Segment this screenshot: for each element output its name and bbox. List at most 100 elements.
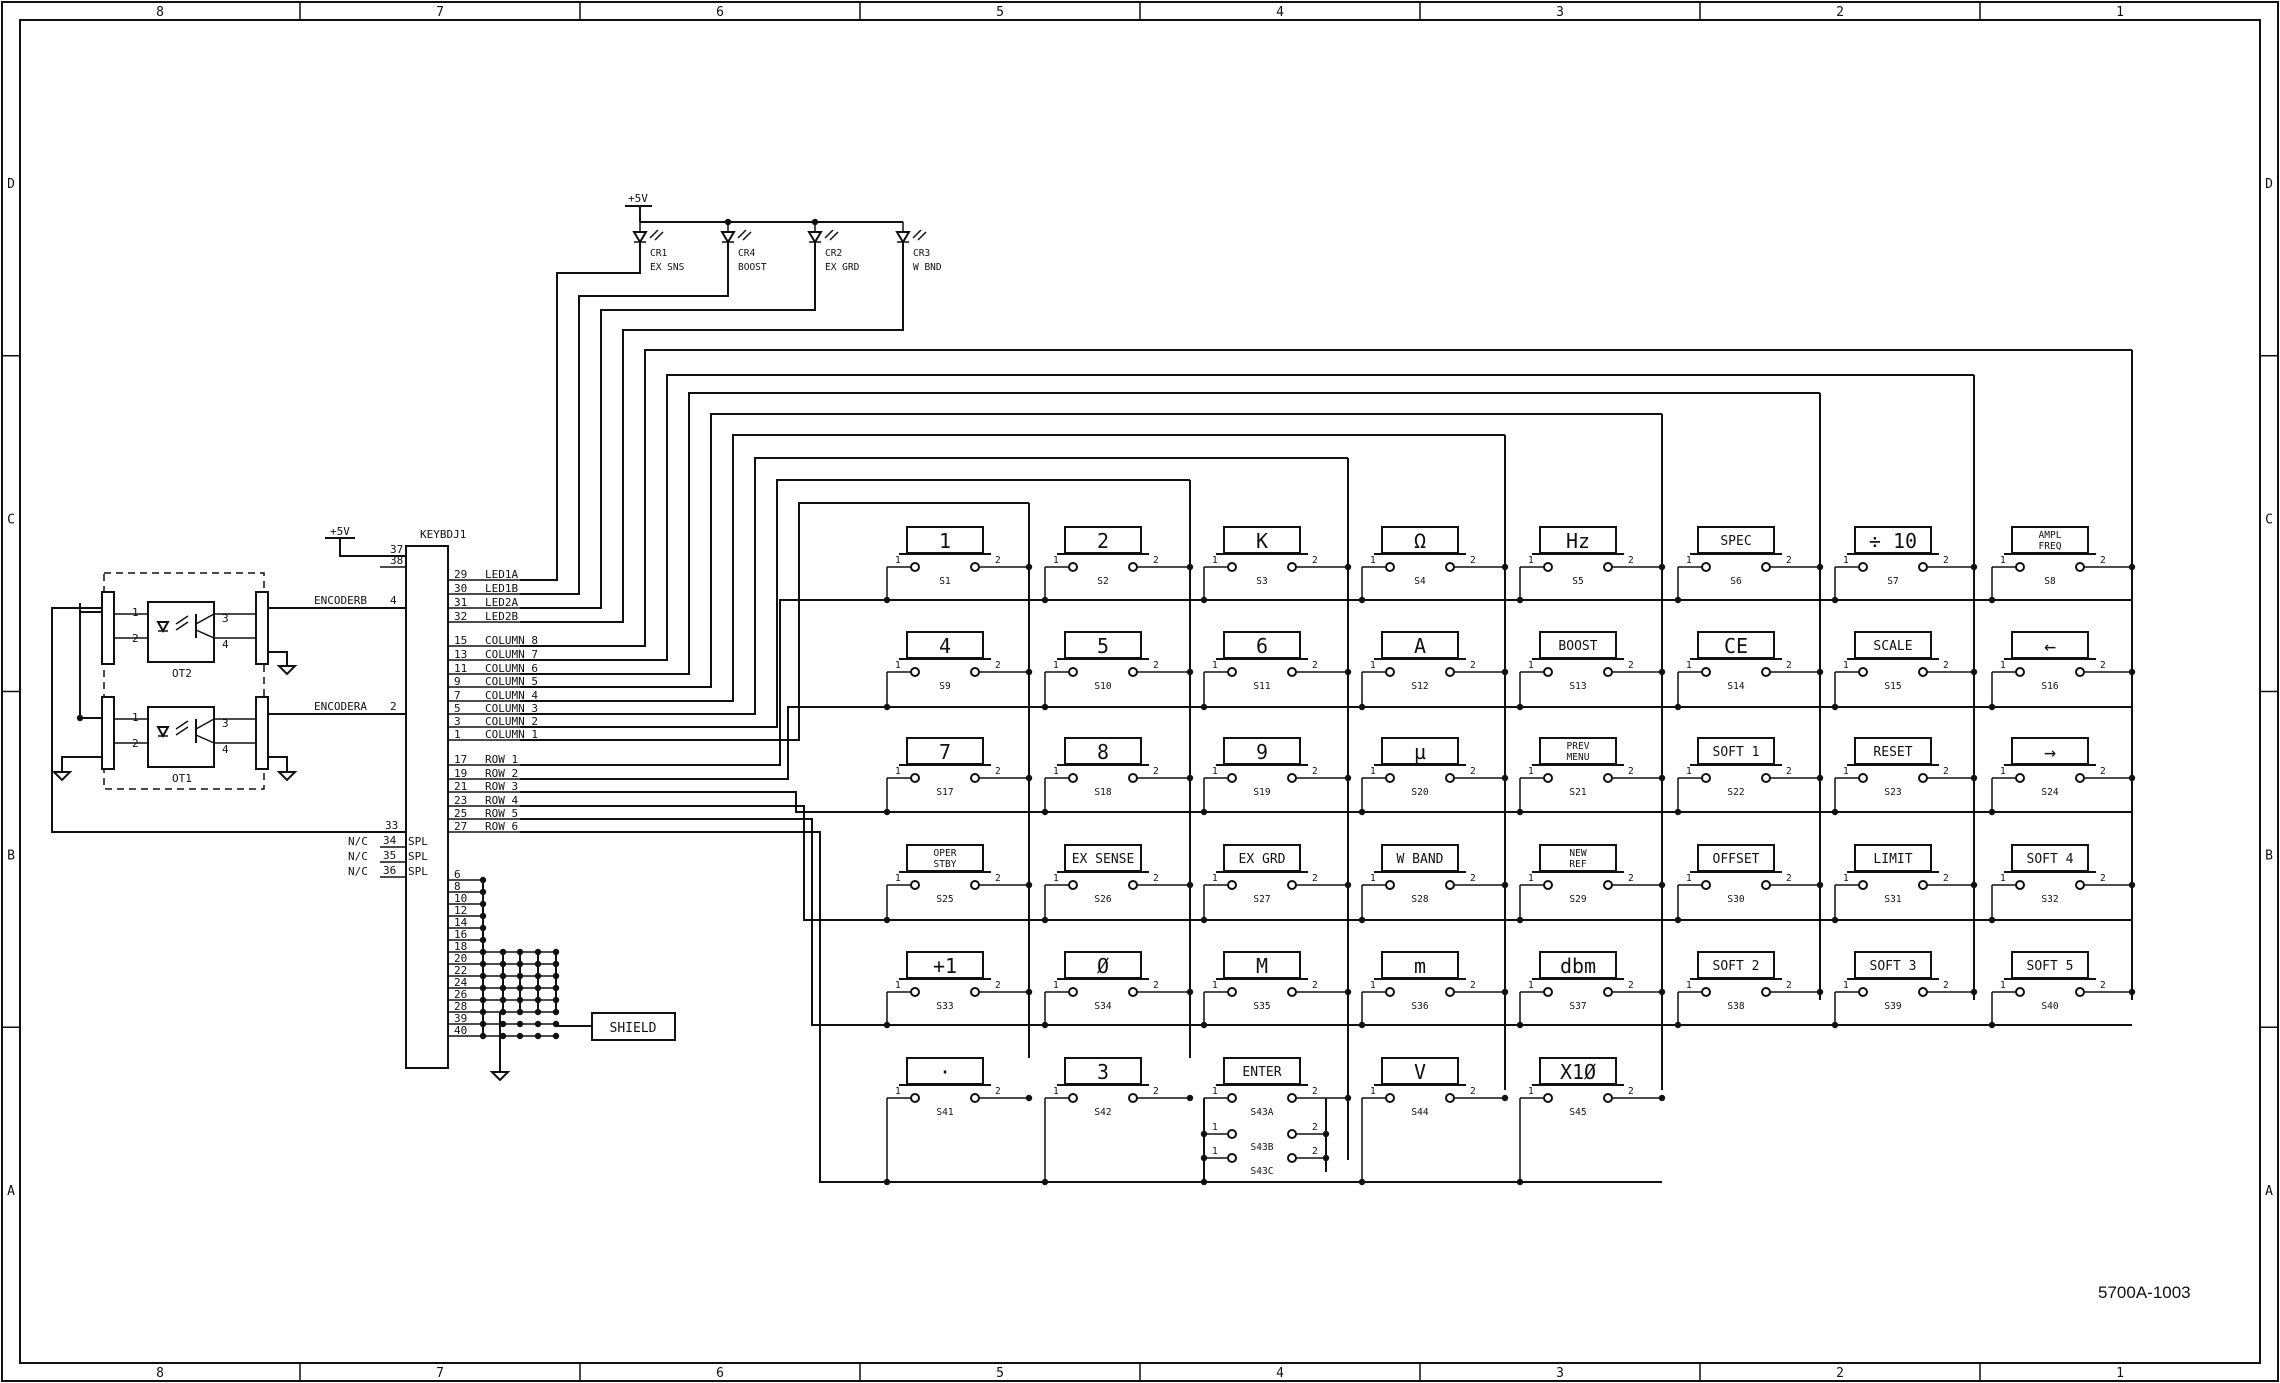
- switch-terminal: 1: [1843, 555, 1849, 566]
- keycap-legend: SOFT 1: [1713, 745, 1760, 760]
- common-pin-number: 33: [385, 819, 398, 832]
- pin-number: 15: [454, 634, 467, 647]
- pin-number: 21: [454, 780, 467, 793]
- switch-terminal: 2: [1628, 555, 1634, 566]
- switch-terminal: 2: [1470, 766, 1476, 777]
- power-label: +5V: [330, 525, 350, 538]
- switch-contact: [1227, 1129, 1237, 1139]
- keycap: [1223, 844, 1301, 872]
- keycap-legend: dbm: [1560, 954, 1596, 978]
- spare-nc-label: N/C: [348, 850, 368, 863]
- switch-terminal: 1: [1370, 1086, 1376, 1097]
- keycap: [1064, 737, 1142, 765]
- opto-collector: [195, 613, 215, 625]
- switch-contact: [1385, 667, 1395, 677]
- ground-pin-number: 6: [454, 868, 461, 881]
- opto-light-arrow: [175, 621, 189, 631]
- switch-contact: [1858, 562, 1868, 572]
- row-route: [520, 818, 865, 1026]
- switch-contact: [1445, 987, 1455, 997]
- switch-ref: S34: [1094, 1001, 1111, 1012]
- zone-label-right: B: [2265, 848, 2273, 863]
- switch-contact: [1603, 562, 1613, 572]
- pin-number: 29: [454, 568, 467, 581]
- ground-pin-number: 26: [454, 988, 467, 1001]
- switch-terminal: 1: [1212, 1122, 1218, 1133]
- switch-terminal: 2: [1943, 873, 1949, 884]
- switch-contact: [970, 1093, 980, 1103]
- opto-ref: OT2: [172, 667, 192, 680]
- switch-terminal: 2: [995, 980, 1001, 991]
- switch-ref: S27: [1253, 894, 1270, 905]
- row-route: [520, 791, 865, 813]
- switch-terminal: 1: [1686, 555, 1692, 566]
- switch-terminal: 2: [1312, 980, 1318, 991]
- spare-tag: SPL: [408, 865, 428, 878]
- switch-ref: S32: [2041, 894, 2058, 905]
- spare-pin-number: 34: [383, 834, 397, 847]
- switch-contact: [1543, 667, 1553, 677]
- column-route: [520, 374, 1974, 661]
- switch-contact: [970, 773, 980, 783]
- opto-light-arrow: [175, 720, 189, 730]
- switch-contact: [1128, 987, 1138, 997]
- ground-symbol: [489, 1062, 511, 1082]
- switch-ref: S26: [1094, 894, 1111, 905]
- switch-contact: [910, 562, 920, 572]
- switch-terminal: 2: [1153, 873, 1159, 884]
- spare-pin-number: 36: [383, 864, 396, 877]
- switch-ref: S7: [1887, 576, 1898, 587]
- encoder-ground-wire: [61, 756, 102, 762]
- ground-pin-number: 14: [454, 916, 468, 929]
- switch-contact: [1918, 773, 1928, 783]
- switch-ref: S43C: [1251, 1166, 1274, 1177]
- switch-ref: S43B: [1251, 1142, 1274, 1153]
- zone-label-right: A: [2265, 1184, 2273, 1199]
- switch-contact: [1068, 987, 1078, 997]
- keycap-legend: SOFT 3: [1870, 959, 1917, 974]
- switch-terminal: 1: [2000, 555, 2006, 566]
- switch-ref: S39: [1884, 1001, 1901, 1012]
- led-symbol: [632, 231, 648, 244]
- keycap: [2011, 951, 2089, 979]
- signal-name: ROW 2: [485, 767, 518, 780]
- switch-terminal: 2: [995, 1086, 1001, 1097]
- pin-number: 17: [454, 753, 467, 766]
- switch-terminal: 2: [2100, 660, 2106, 671]
- switch-ref: S29: [1569, 894, 1586, 905]
- switch-contact: [1287, 1129, 1297, 1139]
- switch-ref: S44: [1411, 1107, 1428, 1118]
- opto-pin: 3: [222, 717, 229, 730]
- led-route: [520, 242, 904, 623]
- switch-ref: S15: [1884, 681, 1901, 692]
- spare-nc-label: N/C: [348, 835, 368, 848]
- signal-name: ROW 3: [485, 780, 518, 793]
- zone-label-bottom: 8: [156, 1366, 164, 1381]
- switch-ref: S19: [1253, 787, 1270, 798]
- zone-label-left: A: [7, 1184, 15, 1199]
- switch-contact: [1287, 1153, 1297, 1163]
- zone-label-top: 8: [156, 5, 164, 20]
- switch-terminal: 1: [2000, 873, 2006, 884]
- switch-ref: S11: [1253, 681, 1270, 692]
- keycap-legend: ←: [2044, 634, 2056, 658]
- switch-contact: [1603, 1093, 1613, 1103]
- led-ref: CR1: [650, 248, 667, 259]
- switch-terminal: 1: [1528, 660, 1534, 671]
- switch-contact: [1761, 987, 1771, 997]
- keycap-legend: Hz: [1566, 529, 1590, 553]
- switch-ref: S33: [936, 1001, 953, 1012]
- signal-name: ROW 5: [485, 807, 518, 820]
- keycap-legend: 7: [939, 740, 951, 764]
- switch-terminal: 1: [1212, 660, 1218, 671]
- keycap: [1539, 737, 1617, 765]
- switch-ref: S6: [1730, 576, 1742, 587]
- switch-ref: S5: [1572, 576, 1583, 587]
- switch-ref: S14: [1727, 681, 1744, 692]
